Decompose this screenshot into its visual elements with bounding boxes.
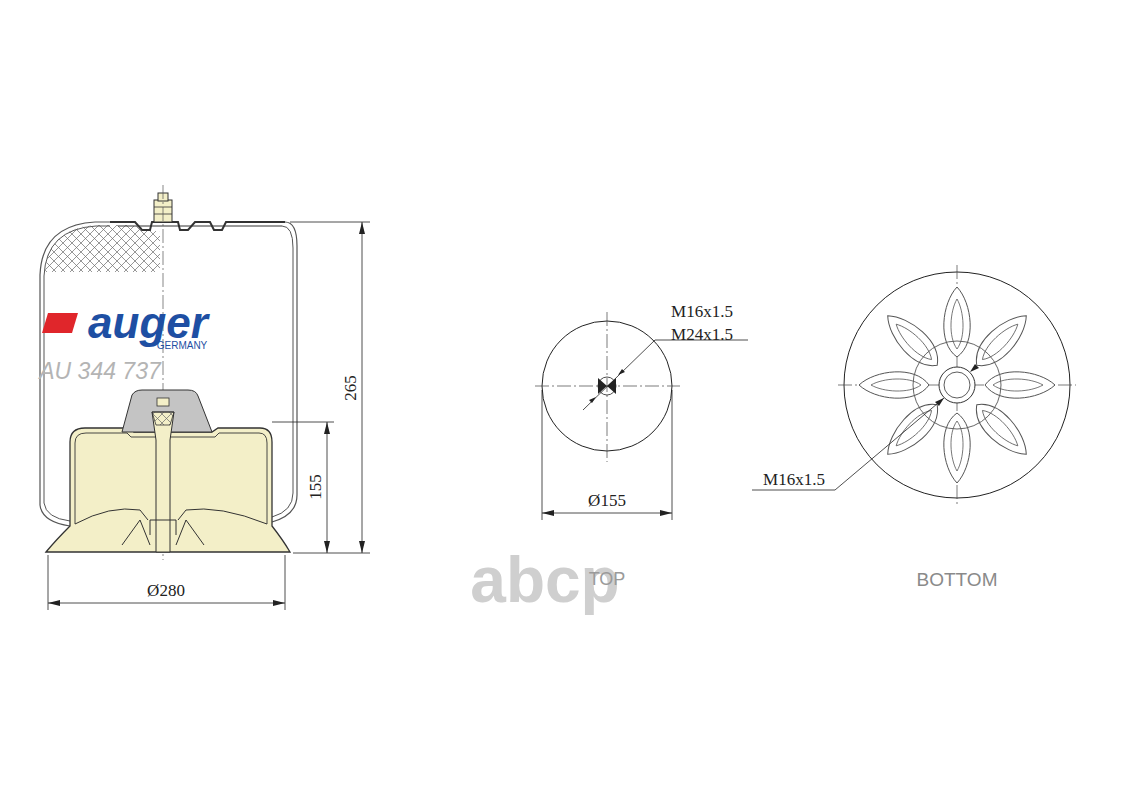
hatch-area [45, 225, 160, 272]
part-number: AU 344 737 [39, 360, 160, 383]
dimension-piston-height: 155 [307, 474, 324, 500]
air-spring [40, 185, 297, 560]
top-view [535, 312, 748, 462]
thread-size: M16x1.5 [763, 471, 825, 488]
dimension-height: 265 [342, 375, 359, 401]
view-label: BOTTOM [917, 570, 998, 589]
thread-size: M16x1.5 [671, 303, 733, 320]
view-label: TOP [589, 570, 626, 588]
brand-logo: auger [88, 301, 208, 345]
thread-size: M24x1.5 [671, 326, 733, 343]
dimension-diameter: Ø280 [147, 582, 185, 599]
dimension-diameter: Ø155 [588, 492, 626, 509]
bottom-view [752, 265, 1076, 505]
brand-country: GERMANY [157, 341, 208, 351]
